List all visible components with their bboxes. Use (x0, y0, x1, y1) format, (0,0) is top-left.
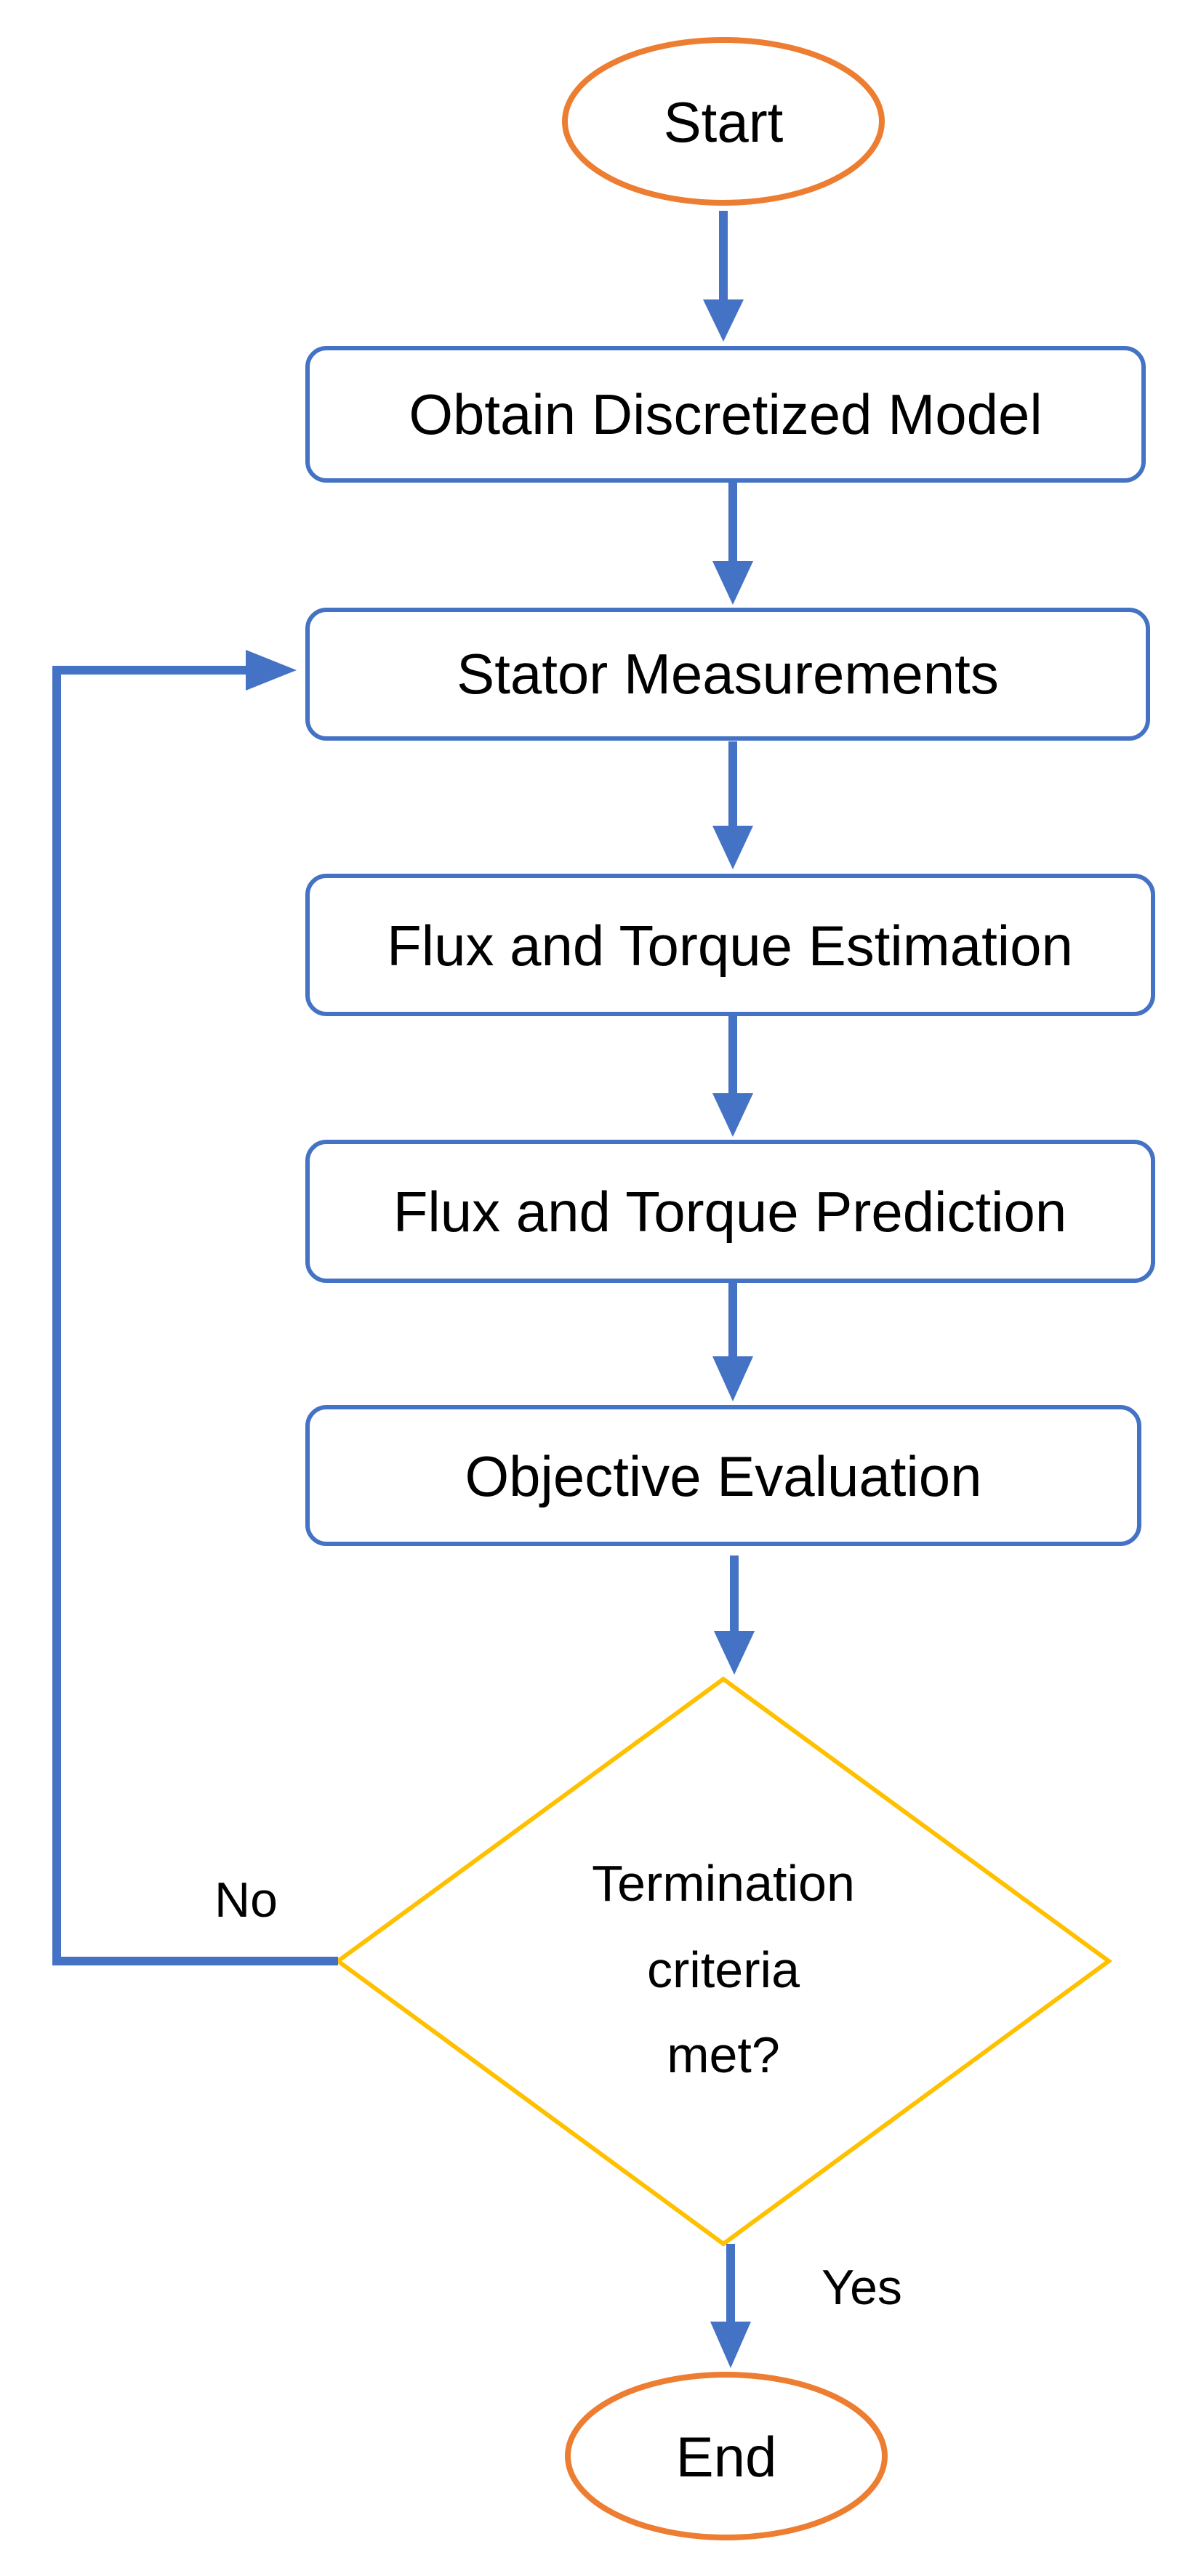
obtain-model-label: Obtain Discretized Model (409, 382, 1042, 446)
objective-evaluation-node: Objective Evaluation (305, 1405, 1141, 1546)
end-node: End (565, 2372, 888, 2540)
termination-label-line3: met? (667, 2026, 780, 2083)
start-ellipse (562, 37, 885, 206)
objective-evaluation-box (305, 1405, 1141, 1546)
stator-measurements-node: Stator Measurements (305, 608, 1150, 741)
termination-label-line2: criteria (647, 1941, 800, 1998)
no-loop-line (52, 666, 338, 1965)
arrowhead-stator-to-estimation (712, 826, 753, 869)
yes-edge-label: Yes (822, 2260, 902, 2315)
arrowhead-start-to-obtain (703, 299, 744, 342)
arrowhead-decision-to-end (710, 2322, 751, 2368)
no-feedback-loop (52, 650, 338, 1965)
no-edge-label: No (214, 1872, 278, 1928)
start-node: Start (562, 37, 885, 206)
stator-measurements-box (305, 608, 1150, 741)
flux-torque-estimation-label: Flux and Torque Estimation (387, 914, 1073, 978)
arrowhead-prediction-to-objective (712, 1356, 753, 1401)
flux-torque-estimation-node: Flux and Torque Estimation (305, 874, 1155, 1016)
termination-label-line1: Termination (592, 1855, 855, 1912)
flux-torque-estimation-box (305, 874, 1155, 1016)
no-loop-arrowhead (246, 650, 297, 691)
flux-torque-prediction-node: Flux and Torque Prediction (305, 1140, 1155, 1283)
flux-torque-prediction-box (305, 1140, 1155, 1283)
arrowhead-estimation-to-prediction (712, 1093, 753, 1137)
end-label: End (676, 2425, 777, 2489)
arrowhead-objective-to-decision (714, 1631, 755, 1675)
objective-evaluation-label: Objective Evaluation (465, 1444, 981, 1508)
start-label: Start (664, 90, 784, 154)
end-ellipse (565, 2372, 888, 2540)
obtain-model-node: Obtain Discretized Model (305, 346, 1146, 483)
flux-torque-prediction-label: Flux and Torque Prediction (393, 1180, 1067, 1244)
arrowhead-obtain-to-stator (712, 561, 753, 605)
stator-measurements-label: Stator Measurements (457, 642, 999, 706)
termination-decision-node: Termination criteria met? (334, 1676, 1113, 2247)
termination-diamond (334, 1676, 1113, 2247)
connectors (703, 211, 755, 2368)
obtain-model-box (305, 346, 1146, 483)
